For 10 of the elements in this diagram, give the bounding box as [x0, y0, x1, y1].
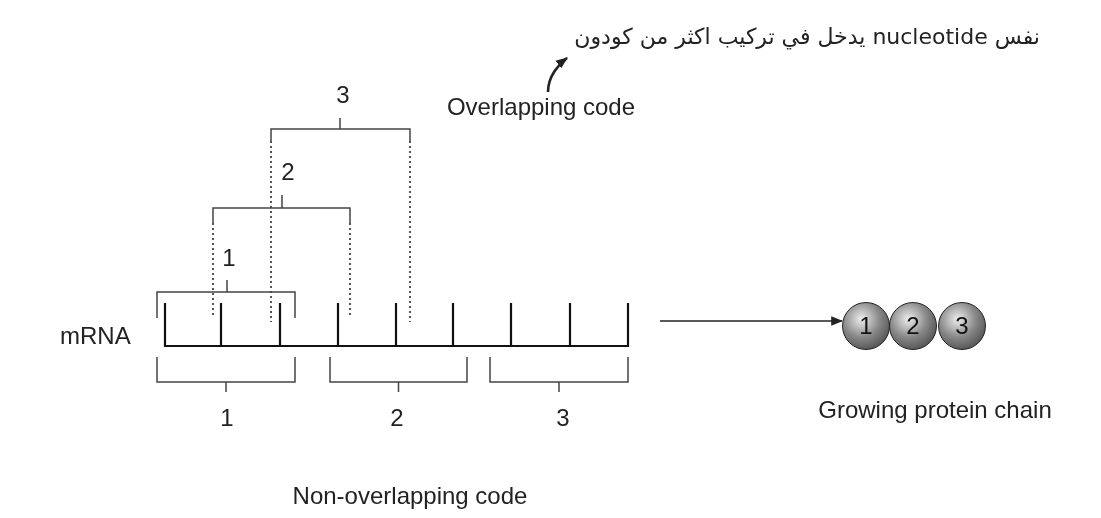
overlapping-code-label: Overlapping code [445, 92, 637, 122]
arrow [546, 57, 568, 93]
arrow [659, 316, 844, 326]
amino-acid-bead: 3 [938, 302, 986, 350]
strand-label: mRNA [60, 324, 131, 348]
caption: Growing protein chain [818, 398, 1052, 422]
amino-acid-bead: 1 [842, 302, 890, 350]
amino-acid-bead: 2 [889, 302, 937, 350]
handwritten-note: نفس nucleotide يدخل في تركيب اكثر من كودون [574, 23, 1040, 52]
caption: Non-overlapping code [292, 484, 528, 508]
